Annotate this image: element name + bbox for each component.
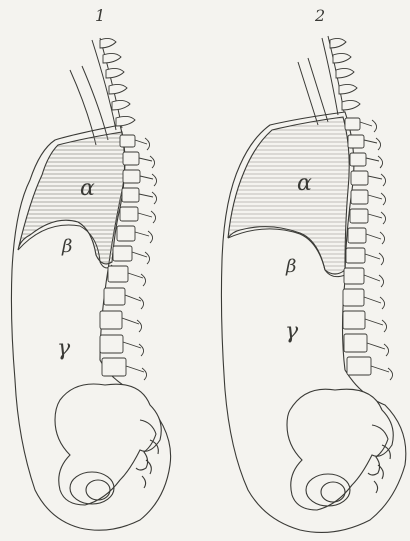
figure-2-number: 2 xyxy=(314,6,325,25)
figure-1-label-alpha: α xyxy=(80,176,95,201)
figure-1-label-gamma: γ xyxy=(57,336,71,361)
figure-1: 1 xyxy=(11,6,170,530)
figure-2-label-alpha: α xyxy=(297,171,312,196)
figure-2-thoracic-region xyxy=(228,117,349,274)
figure-1-number: 1 xyxy=(95,6,105,25)
figure-2: 2 xyxy=(221,6,405,532)
figure-2-label-beta: β xyxy=(285,256,296,277)
figure-1-label-beta: β xyxy=(61,236,72,257)
figure-2-label-gamma: γ xyxy=(285,319,299,344)
figure-2-pelvis xyxy=(287,389,393,510)
figure-1-pelvis xyxy=(55,384,161,505)
figure-2-vessel xyxy=(298,36,344,125)
